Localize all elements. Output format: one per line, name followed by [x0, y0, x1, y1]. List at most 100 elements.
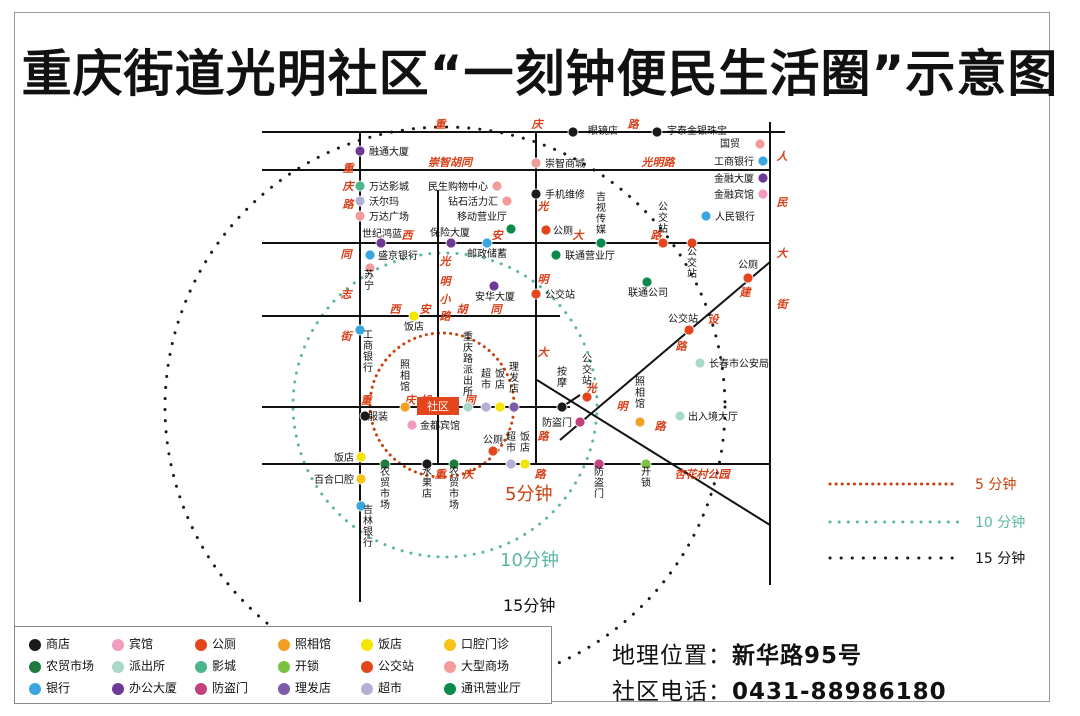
poi-label-wanda_guangchang: 万达广场: [369, 210, 409, 223]
road-label-guangming-top: 光明路: [641, 156, 677, 169]
poi-label-fandian4: 饭店: [334, 451, 354, 464]
poi-gongce3: [487, 445, 499, 457]
poi-label-baihe: 百合口腔: [314, 473, 354, 486]
poi-changchun_gongan: [694, 357, 706, 369]
road-12: [559, 261, 771, 441]
poi-label-chaoshi1-char: 市: [481, 378, 491, 391]
poi-label-fandian3: 饭店: [520, 431, 530, 454]
poi-label-jishi-char: 吉: [596, 191, 606, 203]
legend-dot-icon: [361, 660, 373, 673]
poi-shengjing: [364, 249, 376, 261]
poi-jinrong_dasha: [757, 172, 769, 184]
poi-label-jishi-char: 传: [596, 213, 606, 225]
poi-label-suning-char: 宁: [364, 279, 374, 292]
legend-dot-icon: [444, 682, 456, 695]
legend-label: 派出所: [129, 659, 166, 673]
poi-label-fangdaomen2: 防盗门: [594, 465, 604, 500]
road-label-gm-xiao-1: 明: [440, 275, 453, 288]
road-label-xian-hutong-1: 安: [420, 303, 433, 316]
poi-label-fangdaomen1: 防盗门: [542, 416, 572, 429]
poi-fangdaomen1: [574, 416, 586, 428]
poi-label-jilin-char: 行: [363, 536, 373, 549]
poi-label-jindu: 金都宾馆: [420, 419, 460, 432]
poi-label-guomao: 国贸: [720, 138, 740, 150]
poi-liantong_gongsi: [641, 276, 653, 288]
legend-item: 防盗门: [195, 679, 248, 696]
poi-label-shuiguo: 水果店: [422, 466, 432, 500]
road-label-tongzhi-top-2: 路: [343, 198, 356, 211]
poi-yidong: [505, 223, 517, 235]
poi-label-gongjiao2-char: 公: [687, 247, 697, 258]
road-label-cq-bottom-1: 庆: [462, 468, 476, 481]
poi-label-gongce2: 公厕: [738, 259, 758, 271]
road-label-xian-road-1: 安: [492, 229, 505, 242]
poi-label-gonghang2-char: 银: [363, 350, 373, 363]
poi-label-gongjiao5: 公交站: [582, 354, 592, 387]
poi-nongmao1: [379, 458, 391, 470]
road-label-renmin-1: 民: [777, 196, 789, 209]
poi-label-gongjiao5-char: 公: [582, 354, 592, 365]
poi-label-fandian3-char: 饭: [520, 431, 530, 443]
poi-shuiguo: [421, 458, 433, 470]
poi-label-yutai: 宇泰金银珠宝: [667, 124, 727, 137]
poi-label-anhua: 安华大厦: [475, 290, 515, 303]
poi-label-paichusuo-char: 路: [463, 352, 473, 365]
location-line: 地理位置：新华路95号: [612, 636, 862, 670]
poi-lifadian: [508, 401, 520, 413]
road-label-renmin-3: 街: [777, 298, 790, 311]
poi-label-suning: 苏宁: [364, 268, 374, 292]
poi-anhua: [488, 280, 500, 292]
poi-label-lifadian-char: 发: [509, 371, 519, 384]
legend-dot-icon: [361, 682, 373, 695]
poi-fangdaomen2: [593, 458, 605, 470]
ring-legend-5min-text: 5 分钟: [975, 476, 1016, 493]
poi-label-gonghang2-char: 行: [363, 361, 373, 374]
road-label-chongqing-top-1: 庆: [531, 118, 545, 131]
poi-label-fandian2-char: 店: [495, 378, 505, 391]
points-of-interest: [354, 126, 769, 512]
poi-label-baoxian: 保险大厦: [430, 226, 470, 239]
legend-dot-icon: [278, 660, 290, 673]
poi-chongzhi_shangcheng: [530, 157, 542, 169]
poi-paichusuo: [462, 401, 474, 413]
poi-label-minsheng: 民生购物中心: [428, 180, 488, 193]
road-label-tongzhi-top-0: 重: [343, 162, 356, 175]
poi-label-lifadian-char: 店: [509, 382, 519, 395]
community-label: 社区: [427, 399, 449, 413]
ring-legend-10min-text: 10 分钟: [975, 514, 1025, 531]
legend-label: 影城: [212, 659, 237, 673]
poi-label-fandian2-char: 饭: [495, 368, 505, 380]
poi-label-yanjingdian: 眼镜店: [588, 124, 618, 137]
legend-item: 影城: [195, 657, 236, 674]
poi-label-zhaoxiangguan1: 照相馆: [400, 359, 410, 393]
poi-gongjiao4: [683, 324, 695, 336]
poi-chaoshi1: [480, 401, 492, 413]
legend-label: 办公大厦: [129, 681, 178, 695]
community-marker: [417, 397, 459, 415]
poi-label-gonghang2-char: 商: [363, 339, 373, 352]
poi-suning: [364, 262, 376, 274]
legend-item: 公厕: [195, 635, 236, 652]
ring-legend-15min-text: 15 分钟: [975, 550, 1025, 567]
poi-liantong_yingye: [550, 249, 562, 261]
poi-fuzhuang: [359, 410, 371, 422]
poi-label-gongjiao5-char: 交: [582, 363, 592, 376]
poi-shouji: [530, 188, 542, 200]
poi-nongmao2: [448, 458, 460, 470]
legend-item: 宾馆: [112, 635, 153, 652]
poi-label-nongmao2: 农贸市场: [449, 465, 459, 511]
legend-dot-icon: [29, 660, 41, 673]
legend-dot-icon: [112, 660, 124, 673]
poi-rongtong: [354, 145, 366, 157]
poi-label-anmo-char: 摩: [557, 376, 567, 389]
road-label-jianshe-2: 路: [676, 340, 689, 353]
legend-label: 口腔门诊: [461, 637, 510, 651]
poi-label-yidong: 移动营业厅: [457, 210, 507, 223]
poi-label-zhaoxiangguan2: 照相馆: [635, 376, 645, 410]
poi-label-zhaoxiangguan1-char: 照: [400, 359, 410, 371]
legend-item: 饭店: [361, 635, 402, 652]
legend-item: 公交站: [361, 657, 414, 674]
poi-label-jishi: 吉视传媒: [596, 191, 606, 236]
road-label-xian-road-2: 大: [573, 229, 586, 242]
